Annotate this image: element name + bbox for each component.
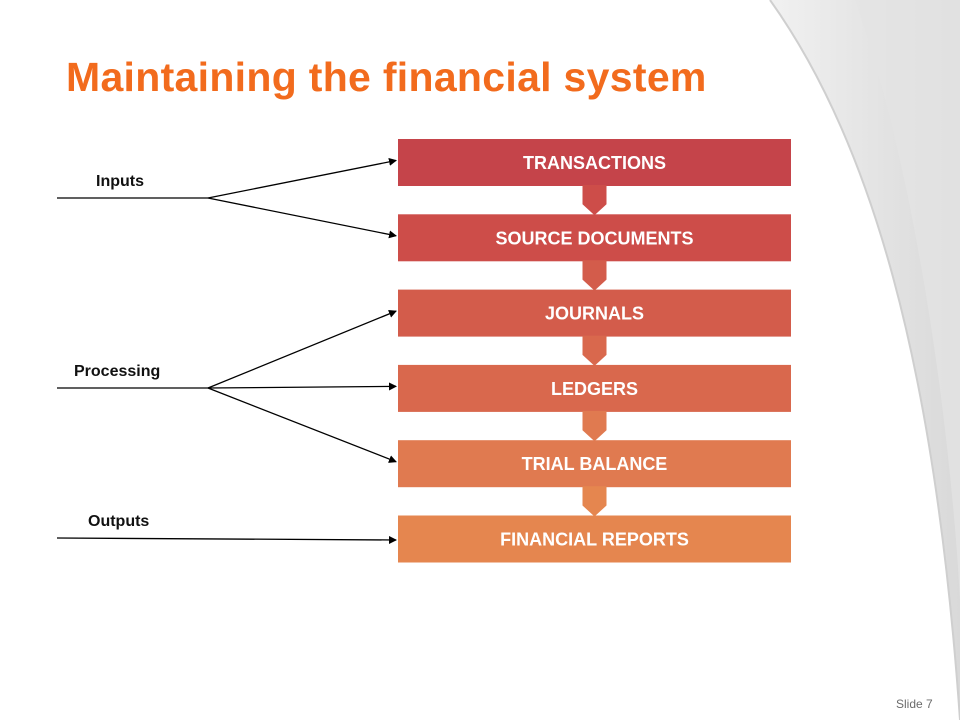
stage-arrows [56, 157, 397, 544]
flow-box: TRIAL BALANCE [398, 440, 791, 488]
flow-box: TRANSACTIONS [398, 139, 791, 186]
flow-connector-arrow [582, 260, 607, 291]
slide-title: Maintaining the financial system [66, 54, 707, 100]
flow-box-rect [398, 214, 791, 262]
flow-connector-arrow [582, 185, 607, 216]
flow-connector-arrow [582, 486, 607, 517]
stage-arrow [207, 197, 397, 239]
flow-box-label: SOURCE DOCUMENTS [495, 228, 693, 248]
flow-box-rect [398, 289, 791, 337]
flow-box: SOURCE DOCUMENTS [398, 214, 791, 262]
stage-label: Inputs [96, 173, 144, 190]
flow-box-label: JOURNALS [545, 304, 644, 324]
flow-connector-arrow [582, 335, 607, 366]
flow-boxes: TRANSACTIONS SOURCE DOCUMENTS JOURNALS LEDG… [398, 139, 791, 563]
flow-box-rect [398, 139, 791, 186]
flow-box: LEDGERS [398, 364, 791, 412]
stage-label: Outputs [88, 513, 149, 530]
flow-box-label: TRANSACTIONS [523, 153, 666, 173]
flow-box-label: FINANCIAL REPORTS [500, 530, 689, 550]
stage-arrow [56, 535, 397, 544]
flow-connectors [582, 185, 607, 517]
flow-box-rect [398, 440, 791, 488]
flow-box-rect [398, 364, 791, 412]
stage-arrow [207, 387, 397, 463]
slide-number: Slide 7 [896, 697, 933, 711]
stage-arrow [207, 310, 397, 389]
stage-arrow [207, 157, 397, 199]
flow-box: JOURNALS [398, 289, 791, 337]
flow-box-label: LEDGERS [551, 379, 638, 399]
flow-box-label: TRIAL BALANCE [522, 454, 668, 474]
flow-connector-arrow [582, 410, 607, 442]
stage-label: Processing [74, 363, 160, 380]
flow-box-rect [398, 515, 791, 563]
stage-arrow [207, 382, 397, 391]
flow-box: FINANCIAL REPORTS [398, 515, 791, 563]
